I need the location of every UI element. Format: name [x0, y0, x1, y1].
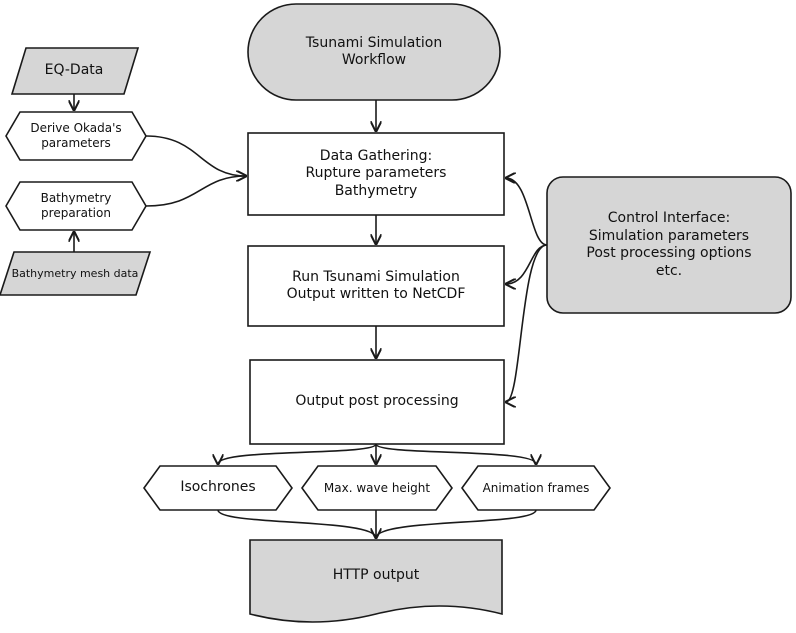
- run-sim-line-2: Output written to NetCDF: [286, 286, 466, 302]
- bathy-mesh-label: Bathymetry mesh data: [11, 266, 139, 280]
- arrow-post-to-animation: [375, 443, 536, 464]
- http-document-shape: [249, 539, 503, 623]
- control-line-1: Control Interface:: [607, 210, 731, 226]
- gathering-line-1: Data Gathering:: [319, 147, 433, 164]
- http-label: HTTP output: [332, 567, 420, 584]
- max-wave-hexagon: [301, 465, 453, 511]
- control-line-4: etc.: [655, 262, 683, 279]
- eq-data-label: EQ-Data: [44, 62, 104, 79]
- start-line-1: Tsunami Simulation: [305, 34, 443, 51]
- control-line-2: Simulation parameters: [588, 227, 750, 244]
- animation-label: Animation frames: [482, 480, 590, 495]
- okada-line-2: parameters: [41, 136, 111, 150]
- control-label: Control Interface: Simulation parameters…: [547, 177, 791, 313]
- isochrones-label: Isochrones: [180, 479, 256, 496]
- bathy-prep-line-1: Bathymetry: [40, 191, 112, 205]
- post-process-shape: [249, 359, 505, 445]
- gathering-line-2: Rupture parameters: [305, 165, 447, 182]
- gathering-label: Data Gathering: Rupture parameters Bathy…: [248, 133, 504, 215]
- isochrones-hexagon: [143, 465, 293, 511]
- arrow-isochrones-to-http: [217, 509, 377, 539]
- arrow-control-to-post: [506, 244, 548, 402]
- control-line-3: Post processing options: [586, 245, 752, 261]
- bathy-mesh-parallelogram: [0, 251, 152, 296]
- post-label: Output post processing: [295, 393, 459, 410]
- arrow-post-to-isochrones: [218, 443, 377, 464]
- bathy-prep-label: Bathymetry preparation: [10, 182, 142, 230]
- start-line-2: Workflow: [341, 52, 407, 68]
- okada-line-1: Derive Okada's: [30, 121, 122, 135]
- run-sim-line-1: Run Tsunami Simulation: [292, 268, 460, 285]
- run-sim-process-shape: [247, 245, 505, 327]
- max-wave-label: Max. wave height: [323, 480, 431, 495]
- arrow-control-to-gathering: [506, 178, 548, 246]
- arrow-animation-to-http: [375, 509, 537, 539]
- okada-label: Derive Okada's parameters: [10, 112, 142, 160]
- arrow-bathy-to-gathering: [145, 175, 247, 207]
- start-label: Tsunami Simulation Workflow: [248, 4, 500, 100]
- arrow-control-to-run: [506, 244, 548, 284]
- animation-hexagon: [461, 465, 611, 511]
- run-sim-label: Run Tsunami Simulation Output written to…: [248, 246, 504, 326]
- bathy-prep-line-2: preparation: [41, 206, 111, 220]
- gathering-line-3: Bathymetry: [334, 182, 418, 199]
- start-terminator-shape: [247, 3, 501, 101]
- arrow-okada-to-gathering: [145, 135, 246, 176]
- gathering-process-shape: [247, 132, 505, 216]
- eq-data-parallelogram: [10, 47, 140, 95]
